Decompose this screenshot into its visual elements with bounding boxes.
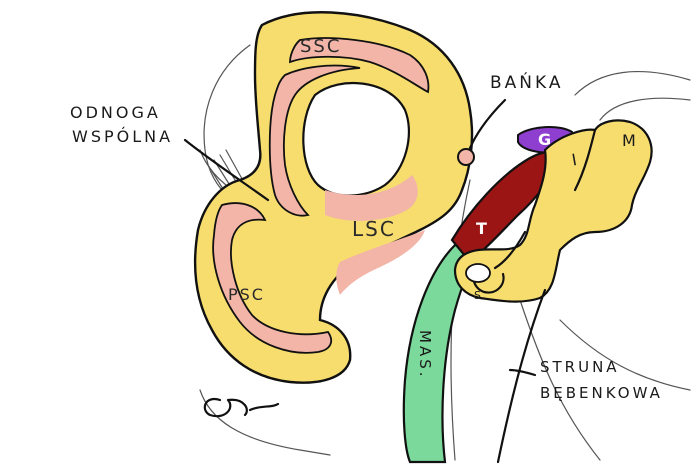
label-struna-line2: BĘBENKOWA [540,384,663,402]
label-banka: BAŃKA [490,71,564,93]
signature-scribble [203,397,280,418]
label-odnoga-line2: WSPÓLNA [72,127,173,146]
label-m: M [622,131,639,150]
label-lsc: LSC [352,217,396,241]
label-s: S [474,289,484,302]
leader-lines [183,98,547,464]
label-i: I [570,150,581,170]
stapes-footplate [465,263,491,283]
label-g: G [538,130,551,149]
background-sketch-lines [199,44,691,461]
chorda-tympani-line [496,288,547,464]
label-psc: PSC [228,285,265,304]
odnoga-leader-line [183,138,270,202]
label-odnoga-line1: ODNOGA [70,103,161,122]
banka-leader-line [468,98,507,150]
label-t: T [476,219,487,238]
label-ssc: SSC [300,36,341,57]
label-struna-line1: STRUNA [540,358,620,376]
struna-leader-line [508,368,537,377]
masseter-muscle [402,243,480,464]
membranous-labyrinth [212,37,430,354]
ossicles [453,119,653,303]
ampulla [457,148,475,166]
label-mas: MAS. [416,330,434,380]
